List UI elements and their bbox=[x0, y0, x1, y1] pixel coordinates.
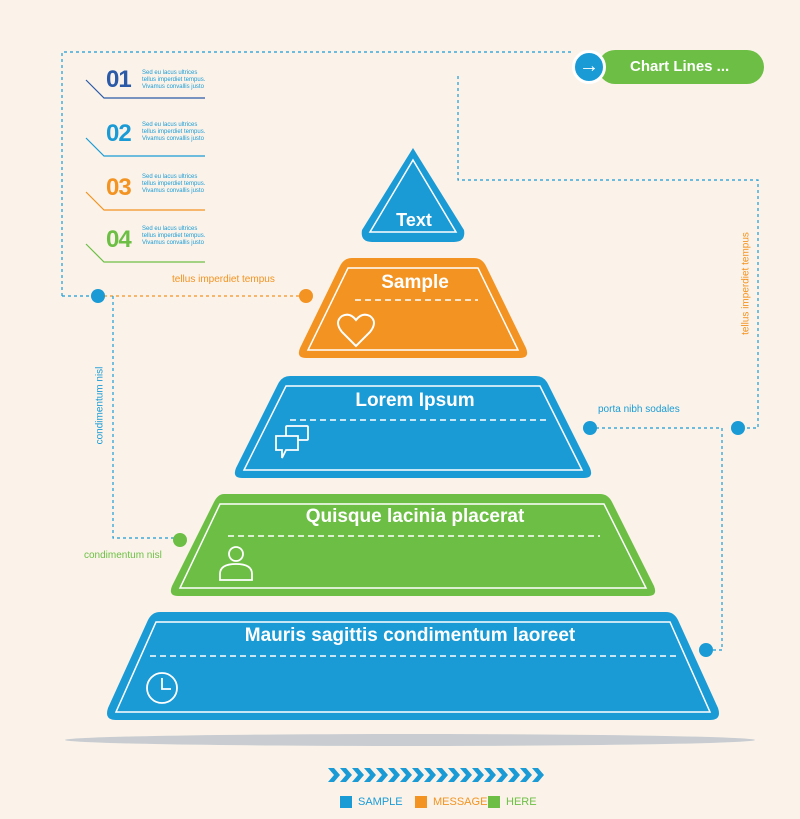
connector-dot bbox=[731, 421, 745, 435]
annotation-porta: porta nibh sodales bbox=[598, 404, 680, 415]
heart-icon bbox=[337, 313, 375, 348]
legend-item-here: HERE bbox=[488, 796, 537, 808]
connector-dot bbox=[299, 289, 313, 303]
legend-item-sample: SAMPLE bbox=[340, 796, 403, 808]
pyramid-shadow bbox=[65, 734, 755, 746]
connector-dot bbox=[173, 533, 187, 547]
connector-dot bbox=[91, 289, 105, 303]
tier-label-4: Quisque lacinia placerat bbox=[305, 506, 525, 527]
tier-shape bbox=[361, 148, 465, 242]
tier-shape bbox=[107, 612, 719, 720]
tier-shape bbox=[234, 376, 592, 478]
clock-icon bbox=[146, 672, 178, 704]
tier-label-1: Text bbox=[396, 210, 432, 230]
step-underlines bbox=[85, 79, 205, 263]
tier-label-5: Mauris sagittis condimentum laoreet bbox=[244, 625, 576, 646]
step-text: Sed eu lacus ultrices tellus imperdiet t… bbox=[142, 174, 206, 194]
step-number: 03 bbox=[106, 174, 132, 201]
legend-label: SAMPLE bbox=[358, 796, 403, 808]
annotation-condimentum-vertical: condimentum nisl bbox=[94, 366, 106, 445]
tier-label-3: Lorem Ipsum bbox=[355, 390, 475, 411]
tier-shape bbox=[298, 258, 528, 358]
annotation-tellus: tellus imperdiet tempus bbox=[172, 274, 275, 285]
step-number: 01 bbox=[106, 66, 132, 93]
step-text: Sed eu lacus ultrices tellus imperdiet t… bbox=[142, 70, 206, 90]
chevron-strip bbox=[328, 768, 544, 782]
step-text: Sed eu lacus ultrices tellus imperdiet t… bbox=[142, 226, 206, 246]
step-number: 04 bbox=[106, 226, 132, 253]
step-text: Sed eu lacus ultrices tellus imperdiet t… bbox=[142, 122, 206, 142]
user-icon bbox=[219, 546, 253, 581]
arrow-right-icon: → bbox=[572, 50, 606, 84]
chart-lines-label: Chart Lines ... bbox=[598, 50, 764, 84]
legend-swatch bbox=[415, 796, 427, 808]
legend-item-message: MESSAGE bbox=[415, 796, 487, 808]
legend-label: MESSAGE bbox=[433, 796, 488, 808]
legend-swatch bbox=[488, 796, 500, 808]
chart-lines-pill[interactable]: Chart Lines ... → bbox=[572, 50, 764, 84]
connector-dot bbox=[699, 643, 713, 657]
legend-swatch bbox=[340, 796, 352, 808]
step-number: 02 bbox=[106, 120, 132, 147]
chat-icon bbox=[275, 425, 309, 459]
legend-label: HERE bbox=[506, 796, 537, 808]
connector-dot bbox=[583, 421, 597, 435]
tier-label-2: Sample bbox=[381, 272, 449, 293]
tier-shape bbox=[170, 494, 656, 596]
annotation-condimentum: condimentum nisl bbox=[84, 550, 162, 561]
annotation-tellus-vertical: tellus imperdiet tempus bbox=[740, 232, 752, 335]
